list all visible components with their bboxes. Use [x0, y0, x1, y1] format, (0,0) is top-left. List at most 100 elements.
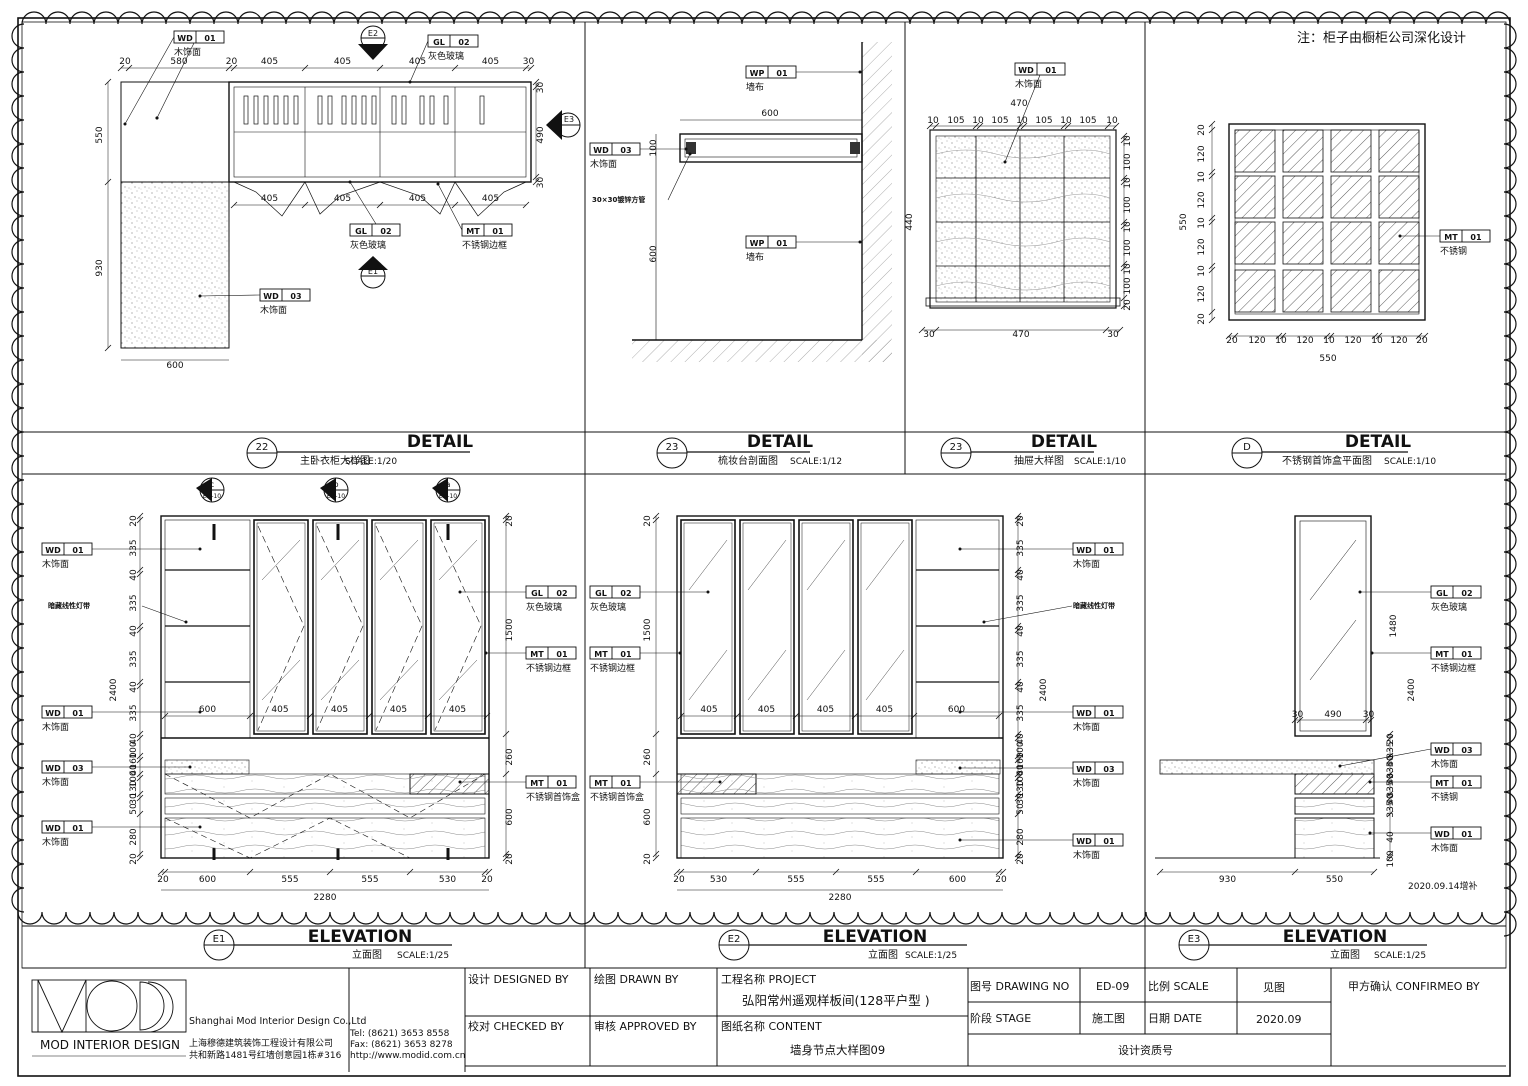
revision-cloud: [11, 11, 1517, 937]
dimension-label: 335: [1016, 704, 1026, 721]
svg-text:ELEVATION: ELEVATION: [308, 927, 413, 947]
svg-text:01: 01: [1103, 709, 1115, 718]
svg-text:02: 02: [620, 589, 631, 598]
dimension-label: 10: [1123, 177, 1133, 189]
svg-text:02: 02: [380, 227, 391, 236]
dimension-label: 160: [129, 752, 139, 769]
dimension-label: 30: [129, 793, 139, 805]
company-fax: Fax: (8621) 3653 8278: [350, 1040, 453, 1050]
dimension-label: 120: [1197, 285, 1207, 302]
svg-text:01: 01: [1103, 546, 1115, 555]
dimension-label: 20: [1197, 124, 1207, 136]
dimension-label: 555: [867, 875, 884, 885]
dimension-label: 405: [334, 57, 351, 67]
svg-text:主卧衣柜大样图: 主卧衣柜大样图: [300, 454, 370, 467]
dimension-label: 160: [1016, 752, 1026, 769]
logo-subtitle: MOD INTERIOR DESIGN: [40, 1038, 180, 1052]
svg-text:D: D: [1243, 442, 1251, 453]
svg-text:WD: WD: [593, 146, 609, 155]
dimension-label: 405: [261, 194, 278, 204]
dimension-label: 30: [536, 177, 546, 189]
svg-text:MT: MT: [594, 779, 608, 788]
svg-text:木饰面: 木饰面: [42, 721, 69, 733]
dimension-label: 550: [1326, 875, 1343, 885]
svg-text:MT: MT: [1444, 233, 1458, 242]
svg-text:01: 01: [1461, 650, 1473, 659]
company-tel: Tel: (8621) 3653 8558: [349, 1029, 450, 1039]
dimension-label: 470: [1012, 330, 1029, 340]
elevation-e1: [160, 515, 490, 860]
dimension-label: 105: [1035, 116, 1052, 126]
dimension-label: 550: [95, 126, 105, 143]
dimension-label: 1500: [643, 618, 653, 641]
dimension-label: 20: [1016, 515, 1026, 527]
svg-text:木饰面: 木饰面: [42, 558, 69, 570]
panel-22-plan: [120, 81, 532, 349]
svg-text:不锈钢边框: 不锈钢边框: [526, 662, 571, 674]
svg-text:01: 01: [72, 546, 84, 555]
dimension-label: 335: [1386, 800, 1396, 817]
dimension-label: 100: [129, 770, 139, 787]
dimension-label: 470: [1010, 99, 1027, 109]
dimension-label: 30: [923, 330, 935, 340]
dimension-label: 405: [261, 57, 278, 67]
dimension-label: 405: [409, 57, 426, 67]
dimension-label: 550: [1179, 213, 1189, 230]
svg-text:WD: WD: [1434, 830, 1450, 839]
svg-text:梳妆台剖面图: 梳妆台剖面图: [718, 454, 778, 467]
dimension-label: 600: [199, 875, 216, 885]
dimension-label: 100: [1016, 741, 1026, 758]
dimension-label: 335: [1386, 741, 1396, 758]
svg-text:SCALE:1/25: SCALE:1/25: [397, 951, 449, 961]
svg-text:01: 01: [1461, 830, 1473, 839]
dimension-label: 10: [1323, 336, 1335, 346]
panel-23-drawer: [925, 129, 1121, 309]
dimension-label: 40: [1016, 764, 1026, 776]
company-logo: [31, 979, 187, 1034]
dimension-label: 405: [700, 705, 717, 715]
svg-text:03: 03: [620, 146, 631, 155]
dimension-label: 20: [157, 875, 169, 885]
svg-text:WP: WP: [750, 69, 765, 78]
svg-text:ED-10: ED-10: [439, 493, 457, 500]
svg-text:立面图: 立面图: [868, 948, 898, 961]
dimension-label: 405: [758, 705, 775, 715]
svg-text:木饰面: 木饰面: [1073, 777, 1100, 789]
svg-text:E1: E1: [368, 267, 378, 276]
svg-text:木饰面: 木饰面: [174, 46, 201, 58]
dimension-label: 530: [710, 875, 727, 885]
dimension-label: 20: [129, 515, 139, 527]
svg-text:SCALE:1/25: SCALE:1/25: [1374, 951, 1426, 961]
svg-text:WD: WD: [1434, 746, 1450, 755]
dimension-label: 40: [129, 733, 139, 745]
svg-text:E3: E3: [1188, 934, 1201, 945]
dimension-label: 530: [439, 875, 456, 885]
dimension-label: 1500: [505, 618, 515, 641]
dimension-label: 10: [1106, 116, 1118, 126]
dimension-label: 2400: [109, 678, 119, 701]
dimension-label: 550: [1319, 354, 1336, 364]
dimension-label: 100: [1386, 850, 1396, 867]
svg-text:01: 01: [620, 650, 632, 659]
svg-text:01: 01: [556, 650, 568, 659]
dimension-label: 20: [1016, 853, 1026, 865]
svg-text:WD: WD: [1076, 709, 1092, 718]
dimension-label: 20: [1197, 313, 1207, 325]
svg-text:E2: E2: [728, 934, 741, 945]
svg-text:木饰面: 木饰面: [260, 304, 287, 316]
